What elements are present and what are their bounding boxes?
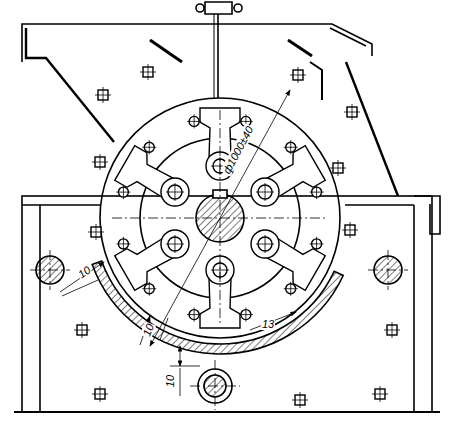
- bolt-cross: [316, 185, 317, 199]
- bolt-cross: [149, 140, 150, 154]
- bolt-cross: [350, 222, 351, 238]
- bolt-cross: [392, 322, 393, 338]
- bolt-cross: [82, 322, 83, 338]
- bolt-cross: [194, 114, 195, 128]
- pin-cross: [174, 235, 175, 253]
- hammer-pin: [251, 230, 279, 258]
- bolt-cross: [316, 237, 317, 251]
- bolt-cross: [352, 104, 353, 120]
- bolt-cross: [194, 308, 195, 322]
- dimension-value: 10: [75, 263, 94, 281]
- bolt-cross: [148, 64, 149, 80]
- centre-lines: [30, 110, 408, 410]
- hammer-pin: [161, 178, 189, 206]
- shafts: [36, 256, 402, 403]
- bolt-cross: [100, 386, 101, 402]
- rotor: [92, 98, 343, 354]
- pin-cross: [265, 235, 266, 253]
- dimension-value: 10: [164, 374, 176, 388]
- bolt-cross: [149, 282, 150, 296]
- bolt-cross: [300, 392, 301, 408]
- hammers-and-bolts: [74, 64, 400, 408]
- bolt-cross: [380, 386, 381, 402]
- dimension-value: 13: [261, 318, 275, 330]
- housing: [14, 2, 440, 412]
- bolt-cross: [96, 224, 97, 240]
- bolt-cross: [290, 140, 291, 154]
- hammer-pin: [161, 230, 189, 258]
- bolt-cross: [100, 154, 101, 170]
- bolt-cross: [338, 160, 339, 176]
- pin-cross: [265, 183, 266, 201]
- bolt-cross: [123, 237, 124, 251]
- bolt-cross: [245, 308, 246, 322]
- pin-cross: [174, 183, 175, 201]
- bolt-cross: [103, 87, 104, 103]
- dimension-lines: [60, 90, 296, 396]
- bolt-cross: [123, 185, 124, 199]
- hammer-pin: [251, 178, 279, 206]
- bolt-cross: [290, 282, 291, 296]
- bolt-cross: [298, 67, 299, 83]
